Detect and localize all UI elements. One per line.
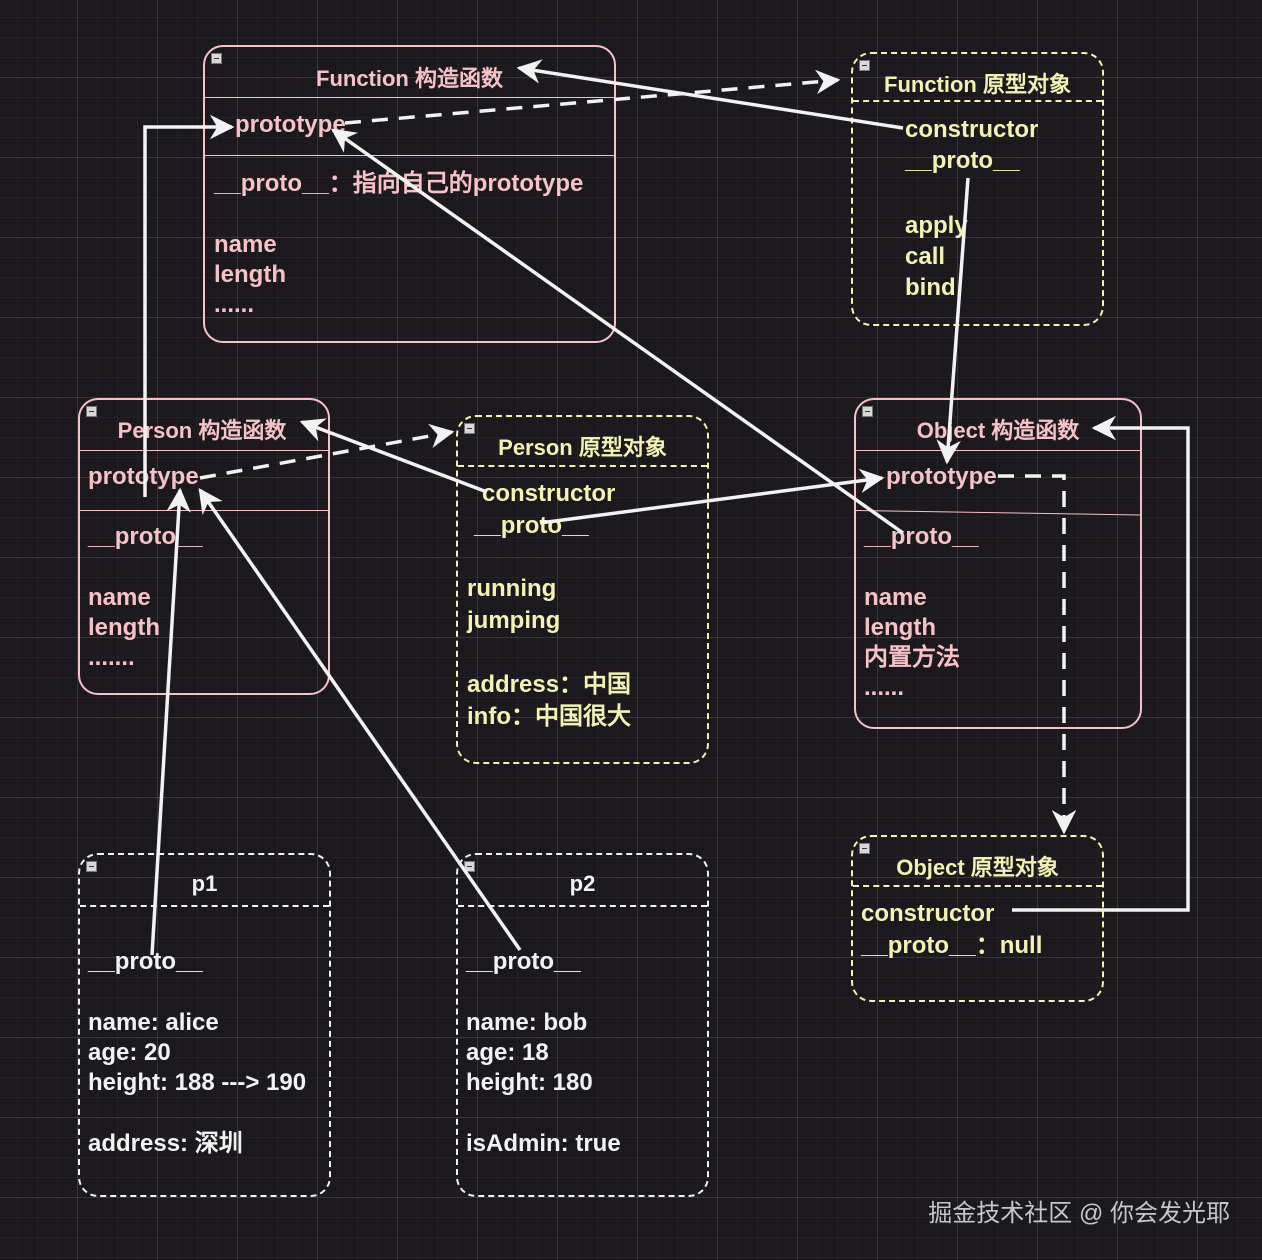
collapse-icon[interactable] [211, 53, 222, 64]
collapse-icon[interactable] [859, 843, 870, 854]
arrow-person-prototype-to-person-proto-object [199, 423, 455, 480]
person-constructor-prop: length [88, 614, 160, 641]
arrow-person-ctor-proto-to-function-prototype [143, 114, 235, 497]
p1-proto: __proto__ [88, 948, 203, 975]
divider [80, 450, 328, 451]
object-prototype-proto: __proto__：null [861, 932, 1043, 959]
collapse-icon[interactable] [862, 406, 873, 417]
divider [205, 97, 614, 98]
arrow-object-proto-constructor-to-object-ctor [1012, 415, 1190, 912]
function-prototype-title: Function 原型对象 [884, 72, 1071, 97]
divider [856, 450, 1140, 451]
object-constructor-title: Object 构造函数 [916, 418, 1080, 443]
p1-prop: name: alice [88, 1009, 219, 1036]
function-prototype-box[interactable]: Function 原型对象 constructor __proto__ appl… [851, 52, 1104, 326]
divider [853, 100, 1102, 102]
divider [205, 155, 614, 156]
arrow-function-proto-proto-to-object-prototype [936, 177, 970, 465]
function-constructor-prop: name [214, 231, 277, 258]
arrow-function-proto-constructor-to-function-ctor [516, 59, 904, 130]
collapse-icon[interactable] [464, 861, 475, 872]
p2-instance-box[interactable]: p2 __proto__ name: bob age: 18 height: 1… [456, 853, 709, 1197]
arrow-function-prototype-to-function-proto-object [344, 69, 841, 125]
person-prototype-method: running [467, 575, 557, 602]
p1-prop: height: 188 ---> 190 [88, 1069, 307, 1096]
p2-prop: height: 180 [466, 1069, 593, 1096]
p1-title: p1 [191, 871, 218, 896]
function-prototype-method: call [905, 243, 946, 270]
p2-extra: isAdmin: true [466, 1130, 621, 1157]
arrow-object-ctor-proto-to-function-prototype [330, 128, 905, 535]
arrow-p2-proto-to-person-prototype [198, 487, 522, 951]
function-constructor-prop: length [214, 261, 286, 288]
object-constructor-proto: __proto__ [864, 523, 979, 550]
object-constructor-prop: name [864, 584, 927, 611]
arrow-object-prototype-to-object-proto-object [998, 474, 1077, 835]
function-prototype-constructor: constructor [905, 116, 1039, 143]
p2-prop: name: bob [466, 1009, 588, 1036]
p1-instance-box[interactable]: p1 __proto__ name: alice age: 20 height:… [78, 853, 331, 1197]
divider [80, 905, 329, 907]
arrow-person-proto-proto-to-object-prototype [539, 468, 885, 525]
collapse-icon[interactable] [859, 60, 870, 71]
p2-prop: age: 18 [466, 1039, 549, 1066]
person-prototype-prop: info：中国很大 [467, 703, 631, 730]
p1-extra: address: 深圳 [88, 1130, 243, 1157]
function-constructor-title: Function 构造函数 [316, 66, 503, 91]
person-constructor-prop: name [88, 584, 151, 611]
object-prototype-constructor: constructor [861, 900, 995, 927]
object-constructor-prop: length [864, 614, 936, 641]
function-prototype-method: bind [905, 274, 956, 301]
object-constructor-box[interactable]: Object 构造函数 prototype __proto__ name len… [854, 398, 1142, 729]
person-prototype-title: Person 原型对象 [498, 435, 667, 460]
person-prototype-box[interactable]: Person 原型对象 constructor __proto__ runnin… [456, 415, 709, 764]
p2-title: p2 [569, 871, 596, 896]
p2-proto: __proto__ [466, 948, 581, 975]
p1-prop: age: 20 [88, 1039, 171, 1066]
person-prototype-constructor: constructor [482, 480, 616, 507]
divider [853, 885, 1102, 887]
divider [458, 905, 707, 907]
object-constructor-prop: ...... [864, 674, 905, 701]
watermark: 掘金技术社区 @ 你会发光耶 [928, 1200, 1230, 1227]
person-prototype-method: jumping [467, 607, 561, 634]
function-constructor-prototype: prototype [235, 111, 346, 138]
object-constructor-prop: 内置方法 [864, 644, 960, 671]
collapse-icon[interactable] [464, 423, 475, 434]
function-prototype-method: apply [905, 212, 968, 239]
collapse-icon[interactable] [86, 861, 97, 872]
function-prototype-proto: __proto__ [905, 147, 1020, 174]
person-constructor-proto: __proto__ [88, 523, 203, 550]
object-prototype-box[interactable]: Object 原型对象 constructor __proto__：null [851, 835, 1104, 1002]
collapse-icon[interactable] [86, 406, 97, 417]
object-prototype-title: Object 原型对象 [896, 855, 1059, 880]
function-constructor-prop: ...... [214, 291, 255, 318]
arrow-p1-proto-to-person-prototype [150, 487, 191, 956]
divider [458, 465, 707, 467]
person-constructor-prop: ....... [88, 644, 135, 671]
object-constructor-prototype: prototype [886, 463, 997, 490]
person-prototype-prop: address：中国 [467, 671, 632, 698]
arrow-person-proto-constructor-to-person-ctor [299, 418, 488, 494]
